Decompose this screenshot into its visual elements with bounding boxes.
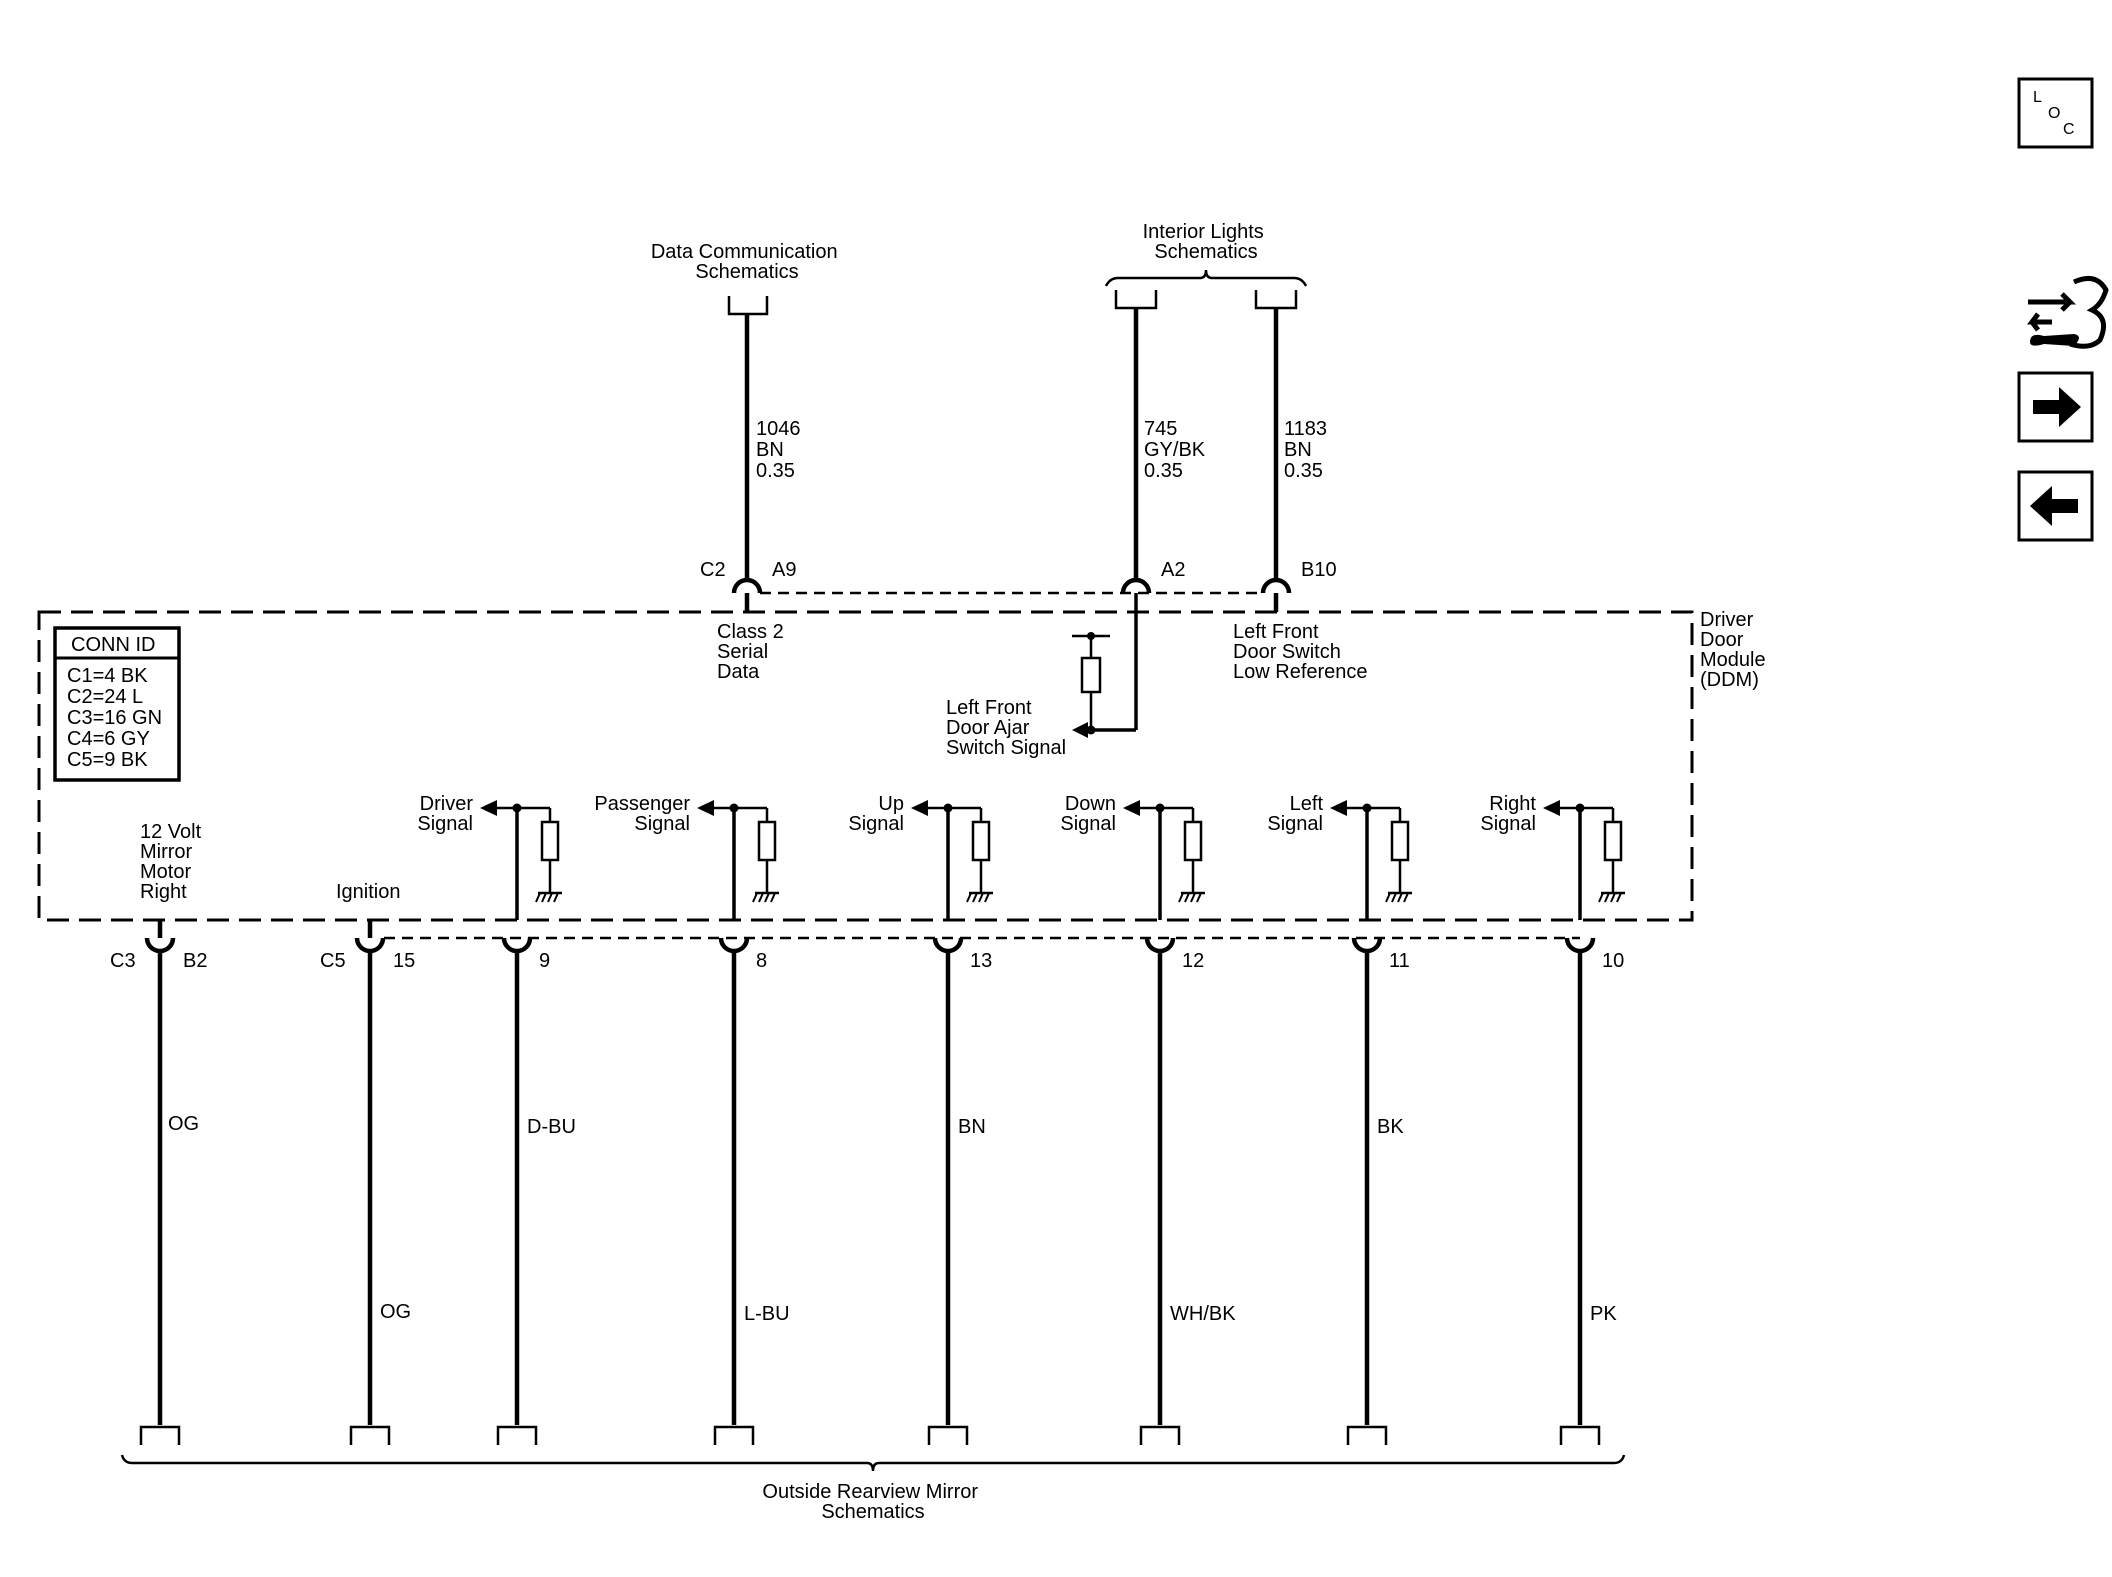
- pin-label: 9: [539, 950, 550, 972]
- loc-letter-c: C: [2063, 121, 2075, 138]
- conn-id-row: C1=4 BK: [67, 665, 148, 687]
- pin-label: 13: [970, 950, 992, 972]
- loc-letter-l: L: [2033, 89, 2042, 106]
- interior-lights-wires: Interior Lights Schematics 745 GY/BK 0.3…: [946, 221, 1368, 759]
- pin-label: 12: [1182, 950, 1204, 972]
- loc-letter-o: O: [2048, 105, 2060, 122]
- conn-id-title: CONN ID: [71, 634, 155, 656]
- connector-label: C3: [110, 950, 136, 972]
- interior-lights-schematics-link[interactable]: Interior Lights Schematics: [1143, 221, 1270, 263]
- wire-mirror-motor-right: 12 Volt Mirror Motor Right C3 B2 OG: [110, 821, 207, 1445]
- harness-wrench-icon[interactable]: [2027, 275, 2109, 349]
- wire-color-label: OG: [168, 1113, 199, 1135]
- conn-id-row: C2=24 L: [67, 686, 143, 708]
- wire-color-label: L-BU: [744, 1303, 790, 1325]
- ddm-module-name: Driver Door Module (DDM): [1700, 609, 1771, 691]
- pin-label: A9: [772, 559, 796, 581]
- connector-label: C5: [320, 950, 346, 972]
- outside-rearview-mirror-schematics-link[interactable]: Outside Rearview Mirror Schematics: [762, 1481, 983, 1523]
- conn-id-row: C4=6 GY: [67, 728, 150, 750]
- function-label: Left Front Door Ajar Switch Signal: [946, 697, 1066, 759]
- pin-label: 11: [1389, 950, 1410, 972]
- wire-color-label: OG: [380, 1301, 411, 1323]
- conn-id-row: C5=9 BK: [67, 749, 148, 771]
- connector-label: C2: [700, 559, 726, 581]
- circuit-label: 745 GY/BK 0.35: [1144, 418, 1211, 482]
- pin-label: B10: [1301, 559, 1337, 581]
- circuit-label: 1046 BN 0.35: [756, 418, 806, 482]
- wire-color-label: WH/BK: [1170, 1303, 1236, 1325]
- function-label: Class 2 Serial Data: [717, 621, 789, 683]
- ddm-module-boundary: [37, 610, 1694, 922]
- pin-label: 10: [1602, 950, 1624, 972]
- wire-ignition: Ignition C5 15 OG: [320, 881, 415, 1445]
- pin-label: 15: [393, 950, 415, 972]
- data-communication-schematics-link[interactable]: Data Communication Schematics: [651, 241, 843, 283]
- function-label: Left Front Door Switch Low Reference: [1233, 621, 1368, 683]
- wire-color-label: PK: [1590, 1303, 1617, 1325]
- loc-button[interactable]: L O C: [2017, 77, 2094, 149]
- wire-color-label: D-BU: [527, 1116, 576, 1138]
- pin-label: 8: [756, 950, 767, 972]
- function-label: Ignition: [336, 881, 401, 903]
- arrow-right-icon[interactable]: [2017, 371, 2094, 443]
- conn-id-table: CONN ID C1=4 BK C2=24 L C3=16 GN C4=6 GY…: [53, 626, 181, 782]
- data-communication-wire: Data Communication Schematics 1046 BN 0.…: [651, 241, 843, 683]
- pin-label: A2: [1161, 559, 1185, 581]
- wire-color-label: BK: [1377, 1116, 1404, 1138]
- pin-label: B2: [183, 950, 207, 972]
- conn-id-row: C3=16 GN: [67, 707, 162, 729]
- circuit-label: 1183 BN 0.35: [1284, 418, 1333, 482]
- function-label: 12 Volt Mirror Motor Right: [140, 821, 207, 903]
- arrow-left-icon[interactable]: [2017, 470, 2094, 542]
- bottom-schematics-bracket: [120, 1454, 1626, 1472]
- wire-color-label: BN: [958, 1116, 986, 1138]
